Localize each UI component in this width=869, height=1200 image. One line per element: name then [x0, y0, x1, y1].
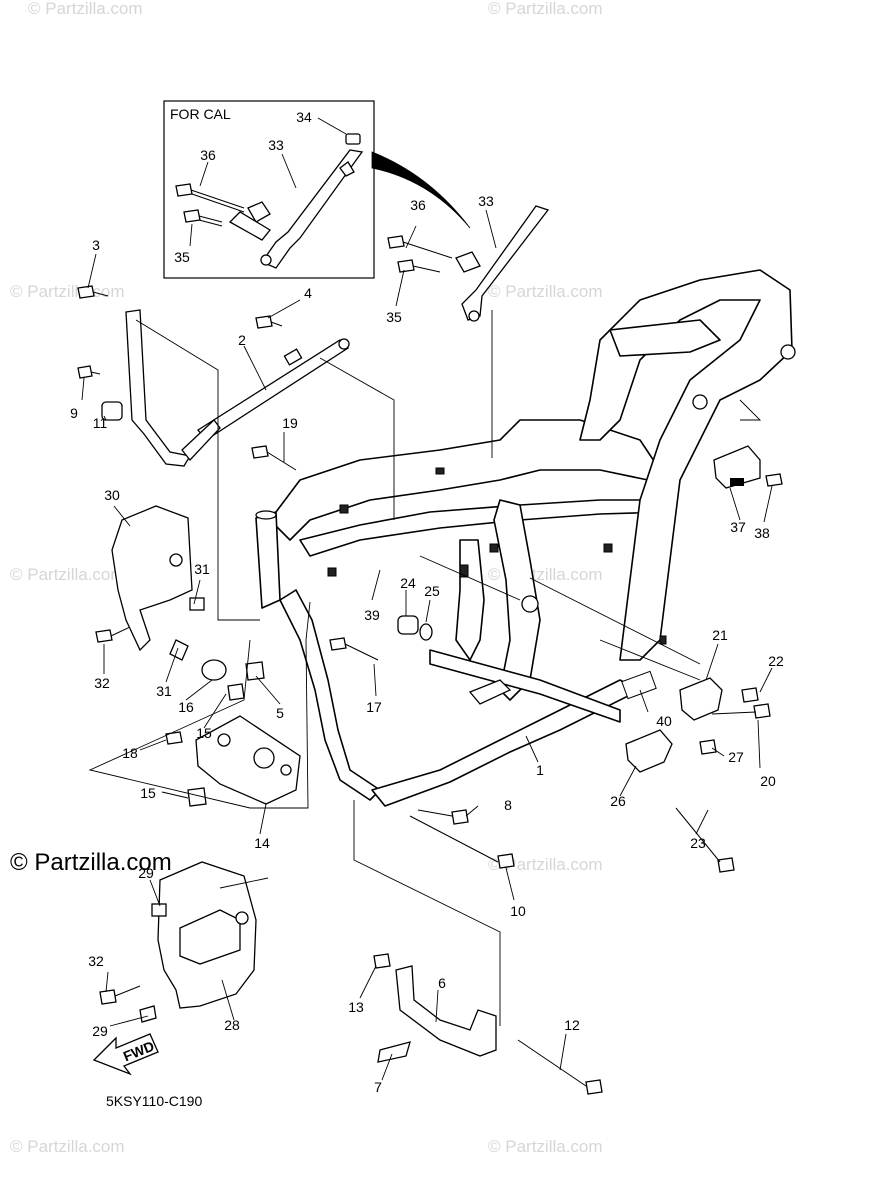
watermark-top-left: © Partzilla.com	[28, 0, 143, 18]
watermark-main: © Partzilla.com	[10, 849, 172, 876]
diagram-code: 5KSY110-C190	[106, 1093, 202, 1109]
callout-5: 5	[276, 705, 284, 721]
callout-35b: 35	[386, 309, 402, 325]
callout-23: 23	[690, 835, 706, 851]
callout-30: 30	[104, 487, 120, 503]
part-6-stand	[377, 965, 497, 1063]
watermark-top-right: © Partzilla.com	[488, 0, 603, 18]
callout-36a: 36	[200, 147, 216, 163]
callout-33a: 33	[268, 137, 284, 153]
callout-18: 18	[122, 745, 138, 761]
guide-lines	[88, 310, 762, 1026]
callout-39: 39	[364, 607, 380, 623]
inset-arrow	[371, 151, 471, 229]
inset-bolt-34	[345, 133, 361, 145]
part-14-bracket	[195, 715, 301, 805]
watermark-mid-right-1: © Partzilla.com	[488, 282, 603, 301]
inset-bracket-33	[228, 149, 364, 269]
callout-26: 26	[610, 793, 626, 809]
hardware	[77, 235, 783, 1095]
callout-16: 16	[178, 699, 194, 715]
callout-20: 20	[760, 773, 776, 789]
callout-32a: 32	[94, 675, 110, 691]
inset-bolt-36	[175, 183, 245, 213]
cal-inset-title: FOR CAL	[170, 106, 231, 122]
fwd-arrow-icon: FWD	[92, 1033, 159, 1076]
watermark-bottom-right: © Partzilla.com	[488, 1137, 603, 1156]
callout-17: 17	[366, 699, 382, 715]
callout-7: 7	[374, 1079, 382, 1095]
watermarks: © Partzilla.com © Partzilla.com © Partzi…	[10, 0, 603, 1156]
callout-37: 37	[730, 519, 746, 535]
callout-1: 1	[536, 762, 544, 778]
callout-labels: 1 2 3 4 5 6 7 8 9 10 11 12 13 14 15 15 1…	[70, 109, 784, 1095]
part-2-pipe	[197, 338, 350, 441]
callout-33b: 33	[478, 193, 494, 209]
callout-9: 9	[70, 405, 78, 421]
cal-inset: FOR CAL	[163, 100, 375, 279]
part-3-bar	[125, 309, 221, 467]
callout-36b: 36	[410, 197, 426, 213]
callout-15b: 15	[140, 785, 156, 801]
watermark-mid-left-1: © Partzilla.com	[10, 282, 125, 301]
callout-35a: 35	[174, 249, 190, 265]
part-33-main	[455, 205, 550, 322]
callout-40: 40	[656, 713, 672, 729]
inset-bolt-35	[183, 209, 223, 227]
callout-12: 12	[564, 1017, 580, 1033]
callout-34: 34	[296, 109, 312, 125]
watermark-mid-left-2: © Partzilla.com	[10, 565, 125, 584]
leader-lines	[81, 209, 773, 1081]
callout-19: 19	[282, 415, 298, 431]
watermark-bottom-left: © Partzilla.com	[10, 1137, 125, 1156]
callout-15a: 15	[196, 725, 212, 741]
cal-inset-border	[163, 100, 375, 279]
callout-13: 13	[348, 999, 364, 1015]
callout-31a: 31	[194, 561, 210, 577]
callout-8: 8	[504, 797, 512, 813]
callout-24: 24	[400, 575, 416, 591]
main-frame-1	[255, 269, 796, 807]
callout-29: 29	[92, 1023, 108, 1039]
callout-32b: 32	[88, 953, 104, 969]
callout-11: 11	[93, 415, 108, 431]
callout-6: 6	[438, 975, 446, 991]
brackets-right	[468, 677, 723, 773]
callout-2: 2	[238, 332, 246, 348]
callout-27: 27	[728, 749, 744, 765]
part-30-cover	[111, 505, 205, 661]
callout-31b: 31	[156, 683, 172, 699]
callout-22: 22	[768, 653, 784, 669]
callout-38: 38	[754, 525, 770, 541]
callout-3: 3	[92, 237, 100, 253]
callout-25: 25	[424, 583, 440, 599]
callout-4: 4	[304, 285, 312, 301]
watermark-mid-right-3: © Partzilla.com	[488, 855, 603, 874]
callout-21: 21	[712, 627, 728, 643]
callout-29b: 29	[138, 865, 154, 881]
callout-14: 14	[254, 835, 270, 851]
callout-28: 28	[224, 1017, 240, 1033]
callout-10: 10	[510, 903, 526, 919]
part-28-cover	[139, 861, 257, 1023]
